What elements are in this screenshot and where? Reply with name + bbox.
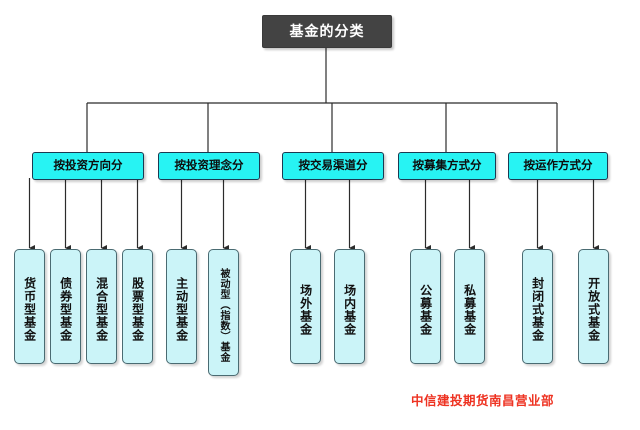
category-node-5[interactable]: 按运作方式分 <box>508 152 608 180</box>
leaf-node-2-2[interactable]: 被动型（指数）基金 <box>208 249 239 376</box>
root-node-label: 基金的分类 <box>289 23 365 40</box>
leaf-node-3-1[interactable]: 场外基金 <box>290 249 321 364</box>
leaf-node-label: 债券型基金 <box>58 277 73 342</box>
category-node-3[interactable]: 按交易渠道分 <box>282 152 384 180</box>
leaf-node-5-2[interactable]: 开放式基金 <box>578 249 609 364</box>
category-node-label: 按运作方式分 <box>523 158 593 173</box>
leaf-node-4-1[interactable]: 公募基金 <box>410 249 441 364</box>
category-node-label: 按投资方向分 <box>53 158 123 173</box>
leaf-node-1-3[interactable]: 混合型基金 <box>86 249 117 364</box>
leaf-node-label: 混合型基金 <box>94 277 109 342</box>
root-node[interactable]: 基金的分类 <box>262 15 392 48</box>
leaf-node-2-1[interactable]: 主动型基金 <box>166 249 197 364</box>
leaf-node-3-2[interactable]: 场内基金 <box>334 249 365 364</box>
leaf-node-label: 私募基金 <box>462 283 477 336</box>
category-node-2[interactable]: 按投资理念分 <box>158 152 260 180</box>
leaf-node-5-1[interactable]: 封闭式基金 <box>522 249 553 364</box>
leaf-node-label: 主动型基金 <box>174 277 189 342</box>
category-node-label: 按募集方式分 <box>412 158 482 173</box>
leaf-node-4-2[interactable]: 私募基金 <box>454 249 485 364</box>
leaf-node-1-2[interactable]: 债券型基金 <box>50 249 81 364</box>
leaf-node-1-1[interactable]: 货币型基金 <box>14 249 45 364</box>
leaf-node-label: 场外基金 <box>298 283 313 336</box>
category-node-label: 按投资理念分 <box>174 158 244 173</box>
leaf-node-label: 股票型基金 <box>130 277 145 342</box>
leaf-node-1-4[interactable]: 股票型基金 <box>122 249 153 364</box>
category-node-4[interactable]: 按募集方式分 <box>398 152 496 180</box>
leaf-node-label: 公募基金 <box>418 283 433 336</box>
category-node-1[interactable]: 按投资方向分 <box>32 152 144 180</box>
footer-credit: 中信建投期货南昌营业部 <box>411 393 555 408</box>
category-node-label: 按交易渠道分 <box>298 158 368 173</box>
leaf-node-label: 货币型基金 <box>22 277 37 342</box>
leaf-node-label: 开放式基金 <box>586 277 601 342</box>
leaf-node-label: 被动型（指数）基金 <box>218 268 229 363</box>
leaf-node-label: 场内基金 <box>342 283 357 336</box>
leaf-node-label: 封闭式基金 <box>530 277 545 342</box>
